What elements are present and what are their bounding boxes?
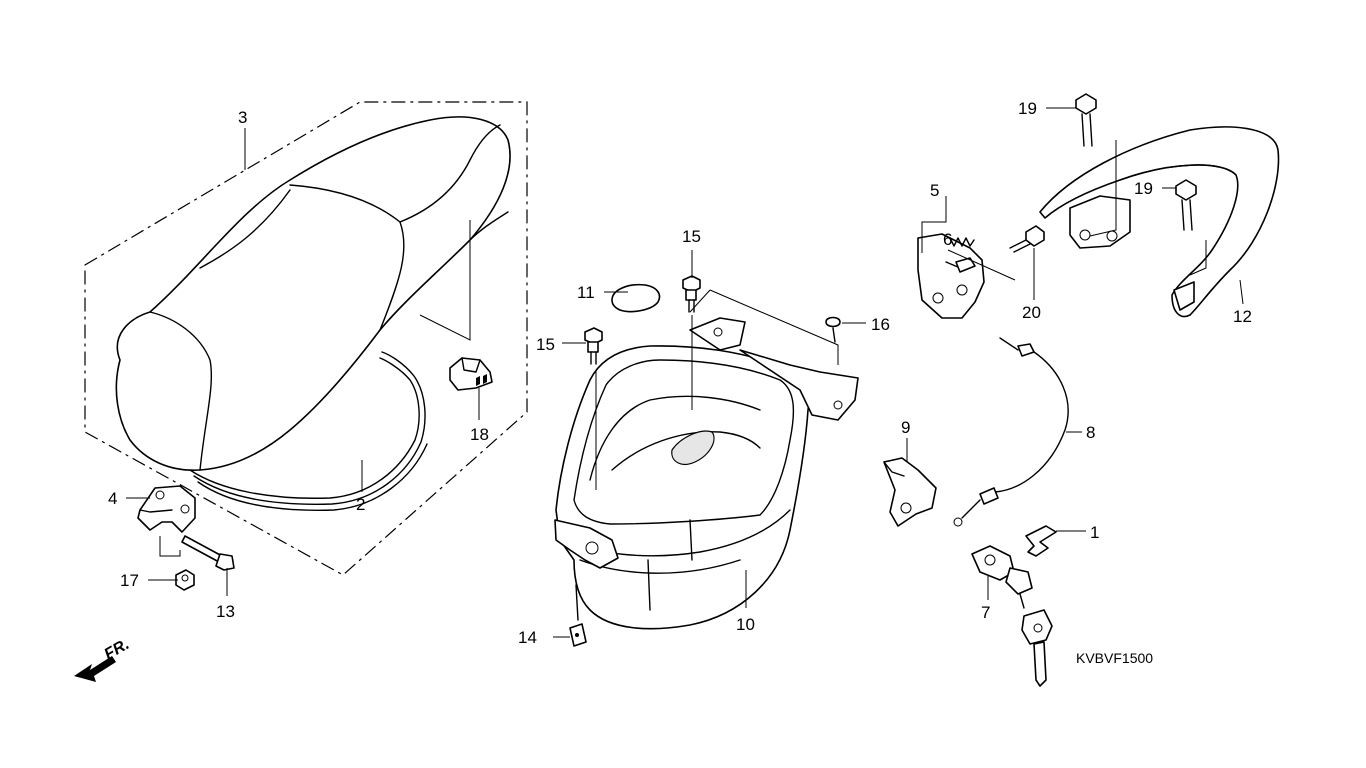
- bolt-15b-part: [584, 327, 603, 365]
- seat-lock-part: [917, 233, 985, 319]
- callout-5: 5: [930, 181, 939, 200]
- cable-end-1-part: [1025, 525, 1057, 557]
- callout-20: 20: [1022, 303, 1041, 322]
- clip-nut-14-part: [569, 623, 587, 647]
- callout-3: 3: [238, 108, 247, 127]
- callout-16: 16: [871, 315, 890, 334]
- seat-group-frame: [84, 101, 528, 576]
- front-marker-label: FR.: [102, 636, 133, 664]
- grab-rail-12-part: [1039, 126, 1280, 318]
- callout-15b: 15: [536, 335, 555, 354]
- callout-9: 9: [901, 418, 910, 437]
- cable-guide-9-part: [883, 457, 937, 527]
- callout-19a: 19: [1018, 99, 1037, 118]
- bolt-20-part: [1009, 225, 1045, 253]
- lock-cylinder-7-part: [971, 545, 1033, 609]
- callout-1: 1: [1090, 523, 1099, 542]
- callout-6: 6: [943, 230, 952, 249]
- callout-11: 11: [577, 283, 595, 302]
- key-part: [1021, 609, 1053, 687]
- callout-19b: 19: [1134, 179, 1153, 198]
- callout-2: 2: [356, 495, 365, 514]
- callout-18: 18: [470, 425, 489, 444]
- leader-lines: [126, 107, 1244, 638]
- bolt-13-part: [181, 535, 235, 571]
- bolt-19a-part: [1075, 93, 1097, 147]
- callout-17: 17: [120, 571, 139, 590]
- screw-16-part: [825, 316, 841, 343]
- bolt-15a-part: [682, 275, 701, 313]
- front-arrow-icon: FR.: [74, 636, 132, 682]
- spring-6-part: [949, 237, 975, 247]
- clip-18-part: [449, 357, 493, 391]
- callout-14: 14: [518, 628, 537, 647]
- nut-17-part: [175, 569, 195, 591]
- seat-part: [115, 116, 511, 471]
- callout-7: 7: [981, 603, 990, 622]
- seat-band-part: [189, 351, 428, 511]
- cap-11-part: [611, 283, 661, 313]
- callout-15a: 15: [682, 227, 701, 246]
- luggage-box-part: [554, 317, 859, 630]
- bolt-19b-part: [1175, 179, 1197, 231]
- seat-hinge-part: [137, 485, 196, 533]
- callout-12: 12: [1233, 307, 1252, 326]
- callout-8: 8: [1086, 423, 1095, 442]
- callout-13: 13: [216, 602, 235, 621]
- cable-8-part: [953, 337, 1069, 527]
- callout-10: 10: [736, 615, 755, 634]
- callout-4: 4: [108, 489, 117, 508]
- diagram-code: KVBVF1500: [1076, 650, 1153, 666]
